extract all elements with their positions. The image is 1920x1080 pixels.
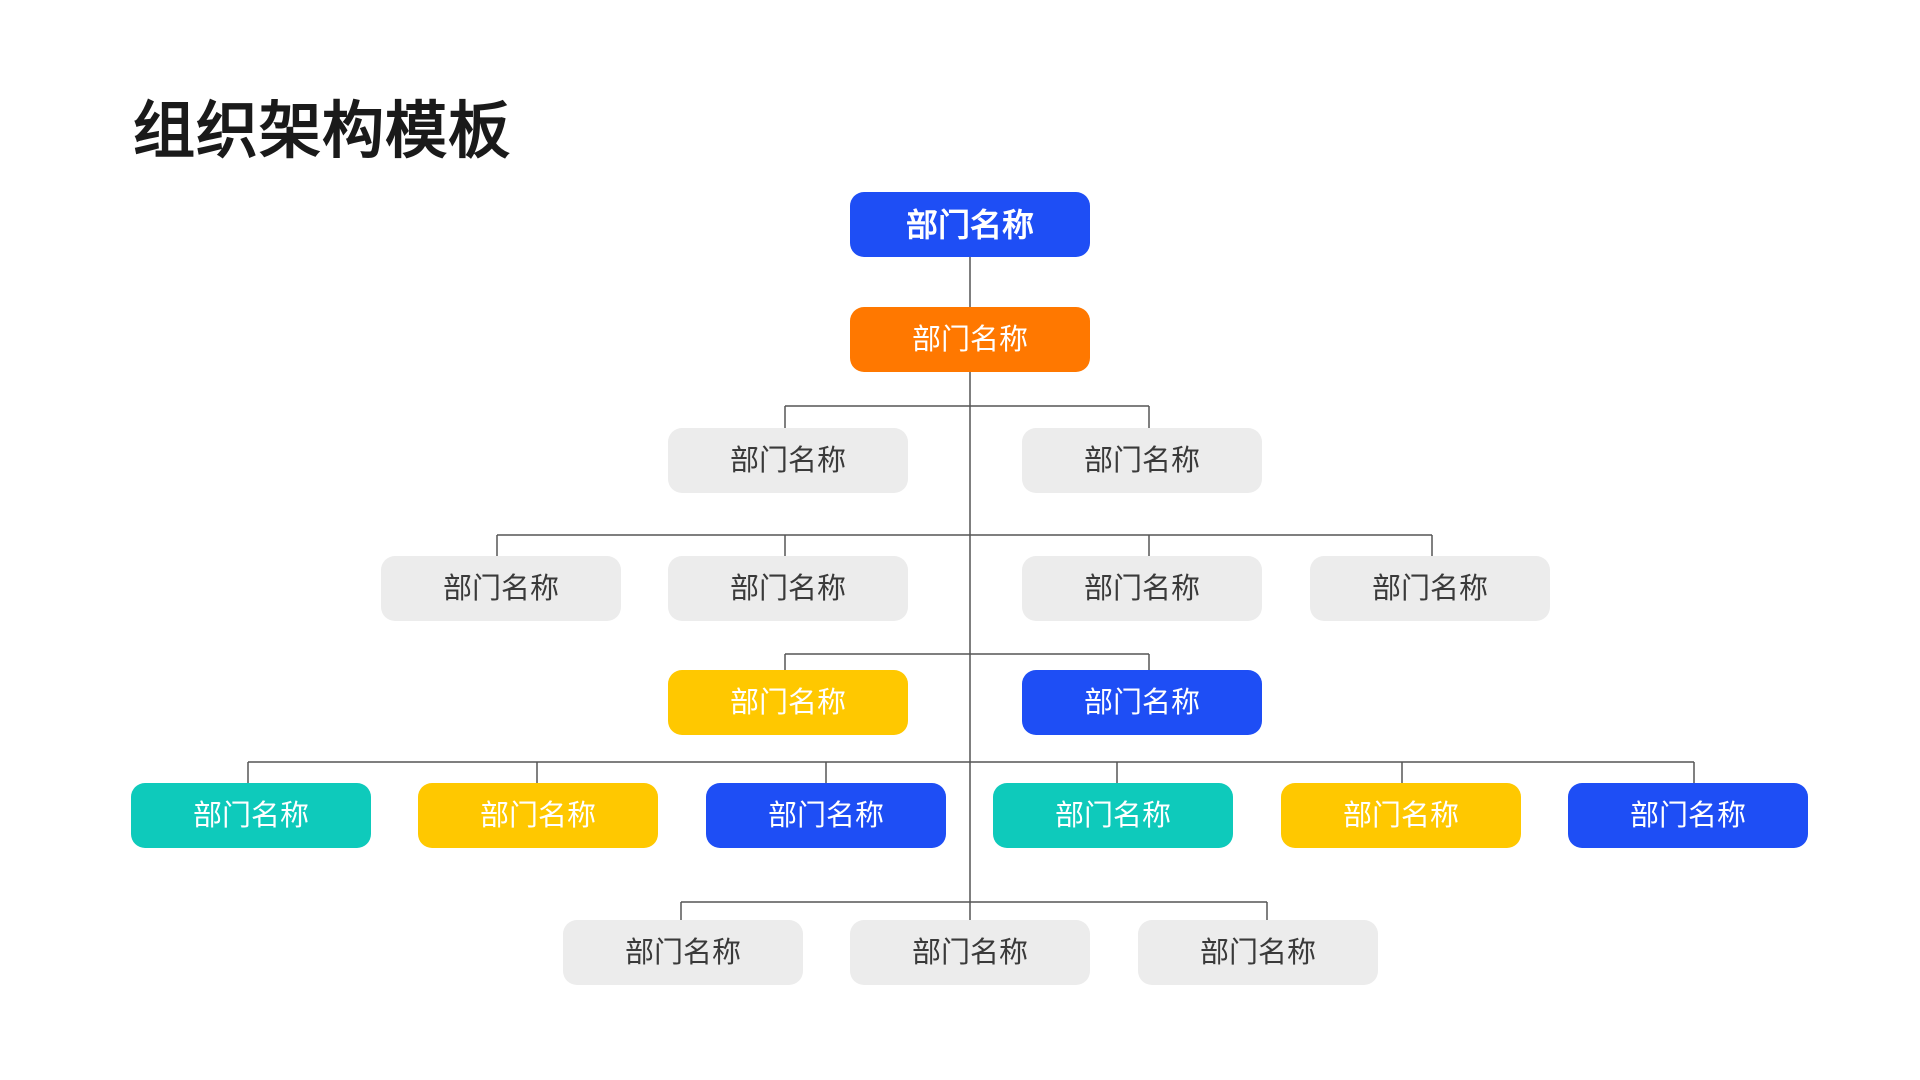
dept-node-l3b[interactable]: 部门名称	[1022, 428, 1262, 493]
dept-node-l6e[interactable]: 部门名称	[1281, 783, 1521, 848]
dept-node-l6c[interactable]: 部门名称	[706, 783, 946, 848]
dept-node-l5a[interactable]: 部门名称	[668, 670, 908, 735]
dept-node-l4c[interactable]: 部门名称	[1022, 556, 1262, 621]
dept-node-l4d[interactable]: 部门名称	[1310, 556, 1550, 621]
dept-node-l3a[interactable]: 部门名称	[668, 428, 908, 493]
dept-node-l2[interactable]: 部门名称	[850, 307, 1090, 372]
dept-node-l6a[interactable]: 部门名称	[131, 783, 371, 848]
dept-node-l6b[interactable]: 部门名称	[418, 783, 658, 848]
page-title: 组织架构模板	[133, 94, 512, 167]
dept-node-l4a[interactable]: 部门名称	[381, 556, 621, 621]
dept-node-l7a[interactable]: 部门名称	[563, 920, 803, 985]
dept-node-l6f[interactable]: 部门名称	[1568, 783, 1808, 848]
dept-node-l7b[interactable]: 部门名称	[850, 920, 1090, 985]
dept-node-l4b[interactable]: 部门名称	[668, 556, 908, 621]
dept-node-root[interactable]: 部门名称	[850, 192, 1090, 257]
dept-node-l5b[interactable]: 部门名称	[1022, 670, 1262, 735]
dept-node-l6d[interactable]: 部门名称	[993, 783, 1233, 848]
dept-node-l7c[interactable]: 部门名称	[1138, 920, 1378, 985]
